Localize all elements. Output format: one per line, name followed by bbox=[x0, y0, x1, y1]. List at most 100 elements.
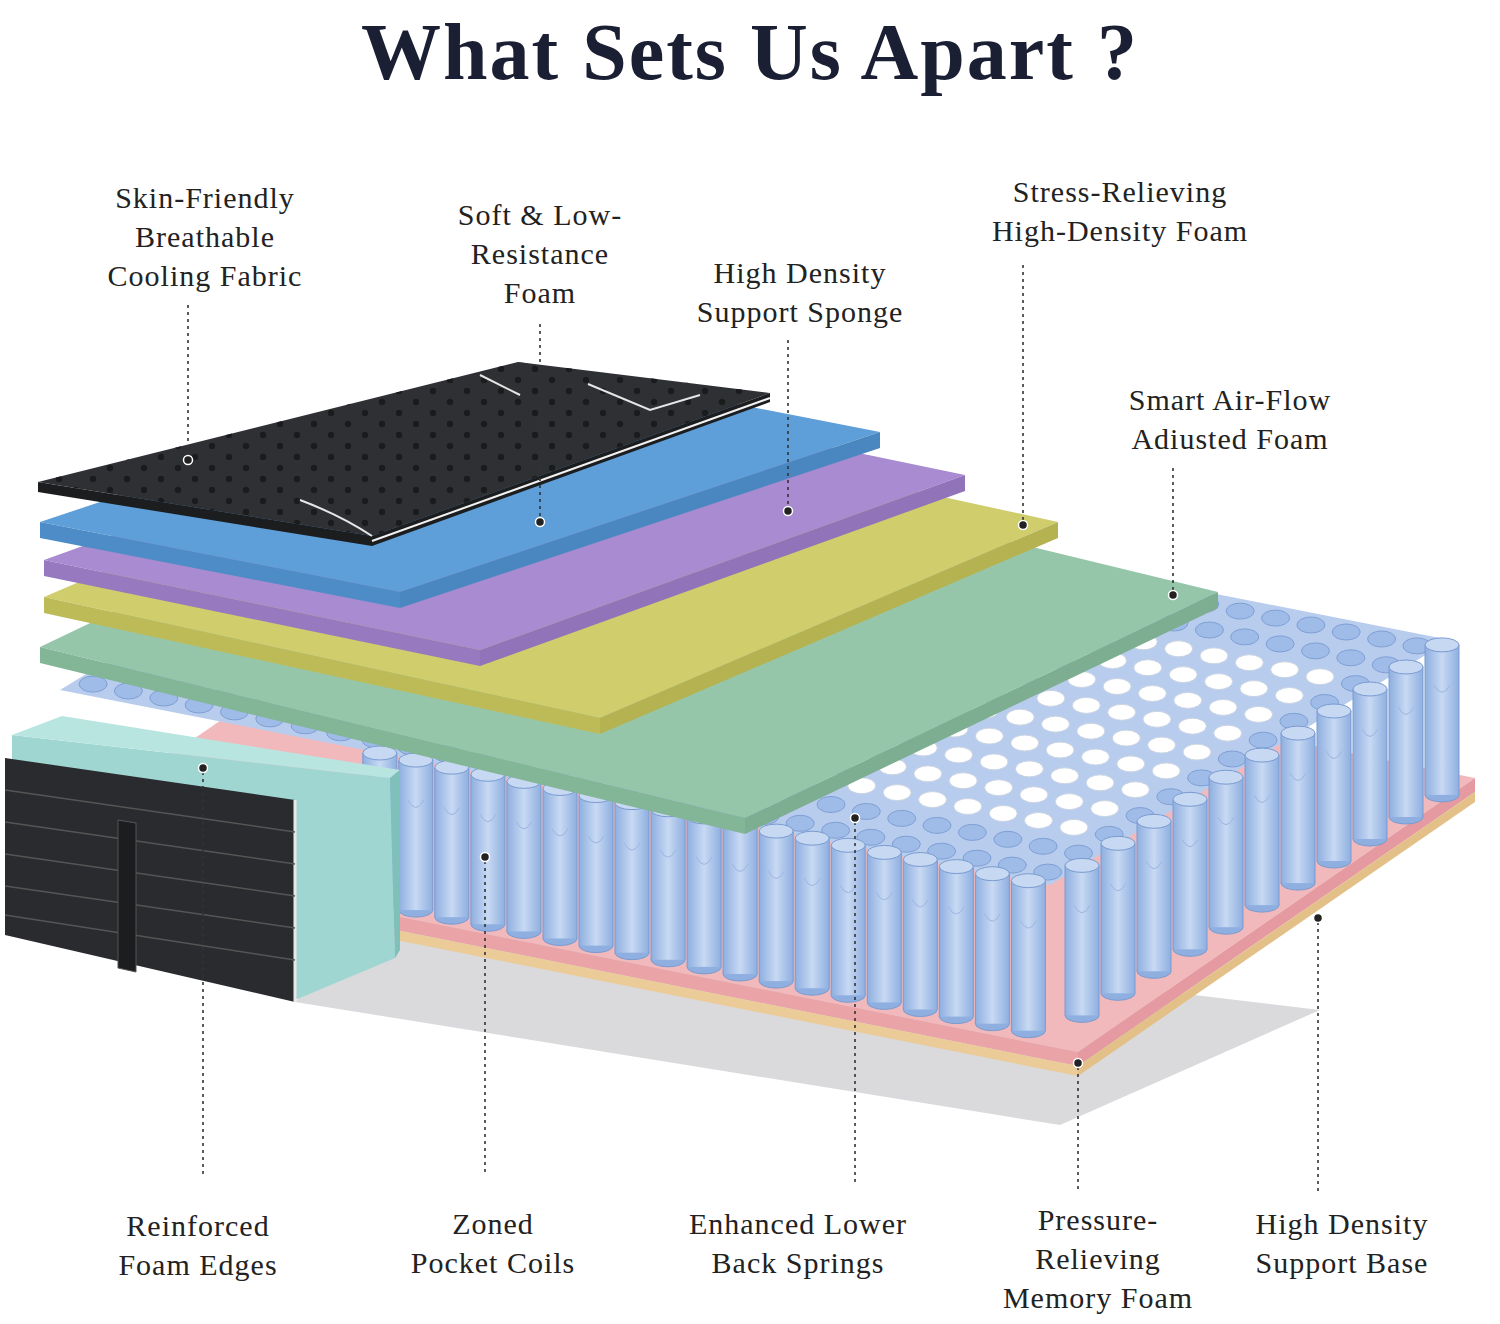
coil-seam bbox=[660, 850, 676, 858]
coil-top bbox=[1051, 768, 1079, 784]
coil-top bbox=[1082, 749, 1110, 765]
coil-cap bbox=[1245, 748, 1279, 762]
pocket-coil bbox=[1245, 748, 1279, 912]
page-title: What Sets Us Apart ? bbox=[0, 4, 1500, 100]
coil-top bbox=[1297, 617, 1325, 633]
coil-seam bbox=[552, 829, 568, 837]
coil-cap bbox=[1209, 770, 1243, 784]
coil-body bbox=[1065, 865, 1099, 1015]
coil-seam bbox=[732, 864, 748, 872]
pocket-coil bbox=[1209, 770, 1243, 934]
coil-top bbox=[1121, 782, 1149, 798]
coil-cap bbox=[903, 853, 937, 867]
coil-top bbox=[888, 810, 916, 826]
coil-edge bbox=[685, 810, 686, 960]
pocket-coil bbox=[1425, 638, 1459, 802]
leader-dot bbox=[184, 456, 1323, 1068]
coil-seam bbox=[1110, 883, 1126, 891]
pocket-coil bbox=[1281, 726, 1315, 890]
coil-top bbox=[1077, 723, 1105, 739]
coil-top bbox=[1200, 648, 1228, 664]
coil-top bbox=[949, 773, 977, 789]
coil-top bbox=[980, 754, 1008, 770]
coil-top bbox=[1240, 681, 1268, 697]
coil-edge bbox=[506, 781, 507, 931]
coil-top bbox=[1262, 610, 1290, 626]
coil-cap bbox=[1137, 814, 1171, 828]
part-label: High Density Support Base bbox=[1255, 1204, 1430, 1282]
coil-body bbox=[1137, 821, 1171, 971]
coil-edge bbox=[1317, 711, 1318, 861]
coil-body bbox=[579, 796, 613, 946]
coil-edge bbox=[901, 852, 902, 1002]
coil-body bbox=[903, 860, 937, 1010]
coil-top bbox=[1178, 718, 1206, 734]
coil-top bbox=[1226, 603, 1254, 619]
coil-top bbox=[1143, 711, 1171, 727]
coil-edge bbox=[1099, 865, 1100, 1015]
coil-body bbox=[1209, 777, 1243, 927]
coil-top bbox=[1165, 641, 1193, 657]
coil-edge bbox=[615, 803, 616, 953]
coil-top bbox=[1042, 716, 1070, 732]
coil-top bbox=[975, 728, 1003, 744]
pocket-coil bbox=[615, 796, 649, 960]
part-label: Skin-Friendly Breathable Cooling Fabric bbox=[107, 178, 304, 295]
coil-cap bbox=[831, 838, 865, 852]
coil-top bbox=[1148, 737, 1176, 753]
coil-edge bbox=[937, 860, 938, 1010]
coil-top bbox=[1006, 709, 1034, 725]
coil-edge bbox=[1173, 799, 1174, 949]
coil-seam bbox=[912, 900, 928, 908]
coil-seam bbox=[768, 871, 784, 879]
coil-body bbox=[1245, 755, 1279, 905]
coil-top bbox=[994, 831, 1022, 847]
pocket-coil bbox=[831, 838, 865, 1002]
coil-top bbox=[1117, 756, 1145, 772]
coil-top bbox=[1037, 690, 1065, 706]
coil-top bbox=[1337, 650, 1365, 666]
coil-edge bbox=[867, 852, 868, 1002]
part-label: Stress-Relieving High-Density Foam bbox=[991, 172, 1250, 250]
coil-edge bbox=[613, 796, 614, 946]
coil-edge bbox=[1045, 881, 1046, 1031]
coil-top bbox=[1209, 699, 1237, 715]
coil-body bbox=[831, 845, 865, 995]
coil-seam bbox=[624, 843, 640, 851]
coil-body bbox=[1425, 645, 1459, 795]
part-label: Reinforced Foam Edges bbox=[117, 1206, 279, 1284]
coil-edge bbox=[1423, 667, 1424, 817]
pocket-coil bbox=[543, 782, 577, 946]
coil-top bbox=[79, 676, 107, 692]
pocket-coil bbox=[579, 789, 613, 953]
coil-seam bbox=[588, 836, 604, 844]
part-label: High Density Support Sponge bbox=[696, 253, 905, 331]
coil-top bbox=[923, 817, 951, 833]
coil-edge bbox=[903, 860, 904, 1010]
pocket-coil bbox=[1317, 704, 1351, 868]
coil-top bbox=[1029, 838, 1057, 854]
coil-top bbox=[1195, 622, 1223, 638]
coil-edge bbox=[651, 810, 652, 960]
coil-edge bbox=[434, 767, 435, 917]
coil-edge bbox=[865, 845, 866, 995]
coil-seam bbox=[1362, 729, 1378, 737]
coil-top bbox=[1134, 660, 1162, 676]
coil-top bbox=[1205, 674, 1233, 690]
coil-body bbox=[1281, 733, 1315, 883]
pocket-coil bbox=[795, 831, 829, 995]
part-label: Enhanced Lower Back Springs bbox=[688, 1204, 909, 1282]
coil-top bbox=[1302, 643, 1330, 659]
coil-body bbox=[543, 789, 577, 939]
coil-top bbox=[1218, 751, 1246, 767]
pocket-coil bbox=[435, 760, 469, 924]
pocket-coil bbox=[507, 774, 541, 938]
coil-body bbox=[795, 838, 829, 988]
pocket-coil bbox=[1137, 814, 1171, 978]
coil-top bbox=[914, 766, 942, 782]
coil-seam bbox=[1326, 751, 1342, 759]
pocket-coil bbox=[471, 767, 505, 931]
coil-top bbox=[1011, 735, 1039, 751]
coil-top bbox=[1183, 744, 1211, 760]
coil-top bbox=[1368, 631, 1396, 647]
